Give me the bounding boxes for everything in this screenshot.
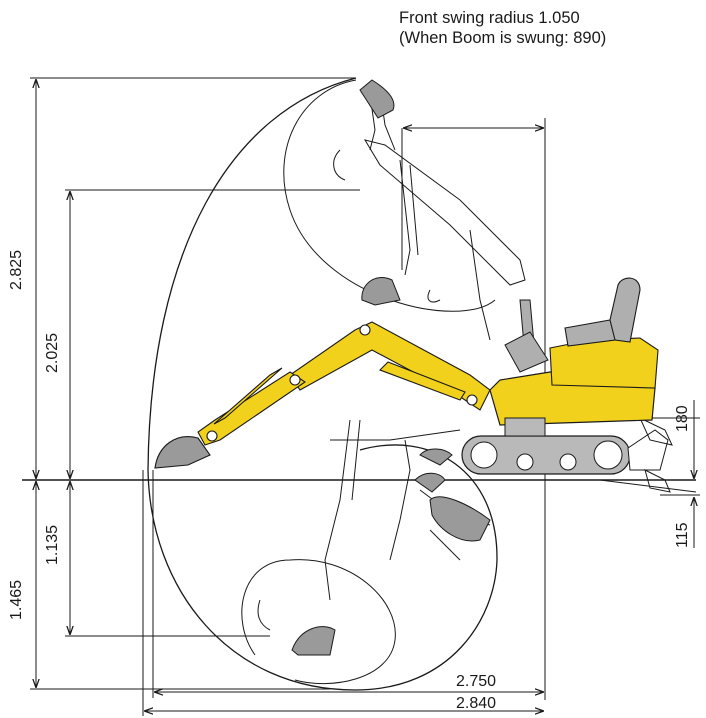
arm <box>197 371 306 446</box>
blade-lower-label: 115 <box>674 522 691 548</box>
boom-swung-radius-label: (When Boom is swung: 890) <box>399 29 607 47</box>
operator-seat <box>564 277 641 347</box>
blade-lowered-outline <box>644 469 671 493</box>
reach-ground-label: 2.750 <box>456 673 497 690</box>
max-digging-depth-label: 1.465 <box>8 579 25 620</box>
lower-arc <box>241 559 396 685</box>
blade-lower-ground-line <box>599 479 697 493</box>
bucket-position-small-right <box>419 448 453 466</box>
main-boom-arm <box>197 321 491 446</box>
max-reach-label: 2.840 <box>456 695 497 712</box>
blade <box>627 429 669 471</box>
ghost-arm-positions <box>257 89 526 631</box>
bucket-position-bottom <box>291 626 336 656</box>
vertical-digging-depth-label: 1.135 <box>44 524 61 565</box>
engine-hood <box>549 337 659 389</box>
max-dump-height-label: 2.025 <box>44 332 61 373</box>
boom-cylinder <box>379 361 466 401</box>
bucket-position-right <box>429 496 491 542</box>
arm-cylinder <box>213 367 283 425</box>
working-range-envelope <box>147 77 498 691</box>
bucket-position-mid <box>361 277 401 306</box>
track-rollers <box>470 440 623 471</box>
max-height-label: 2.825 <box>8 249 25 290</box>
main-bucket <box>154 436 211 469</box>
blade-lift-label: 180 <box>674 405 691 432</box>
upper-arc <box>283 79 496 312</box>
blade-raised-outline <box>638 416 673 446</box>
swing-post <box>504 417 546 437</box>
front-swing-radius-label: Front swing radius 1.050 <box>399 9 580 27</box>
control-console <box>504 331 549 373</box>
bucket-position-top <box>359 79 395 119</box>
bucket-position-under <box>414 472 446 493</box>
